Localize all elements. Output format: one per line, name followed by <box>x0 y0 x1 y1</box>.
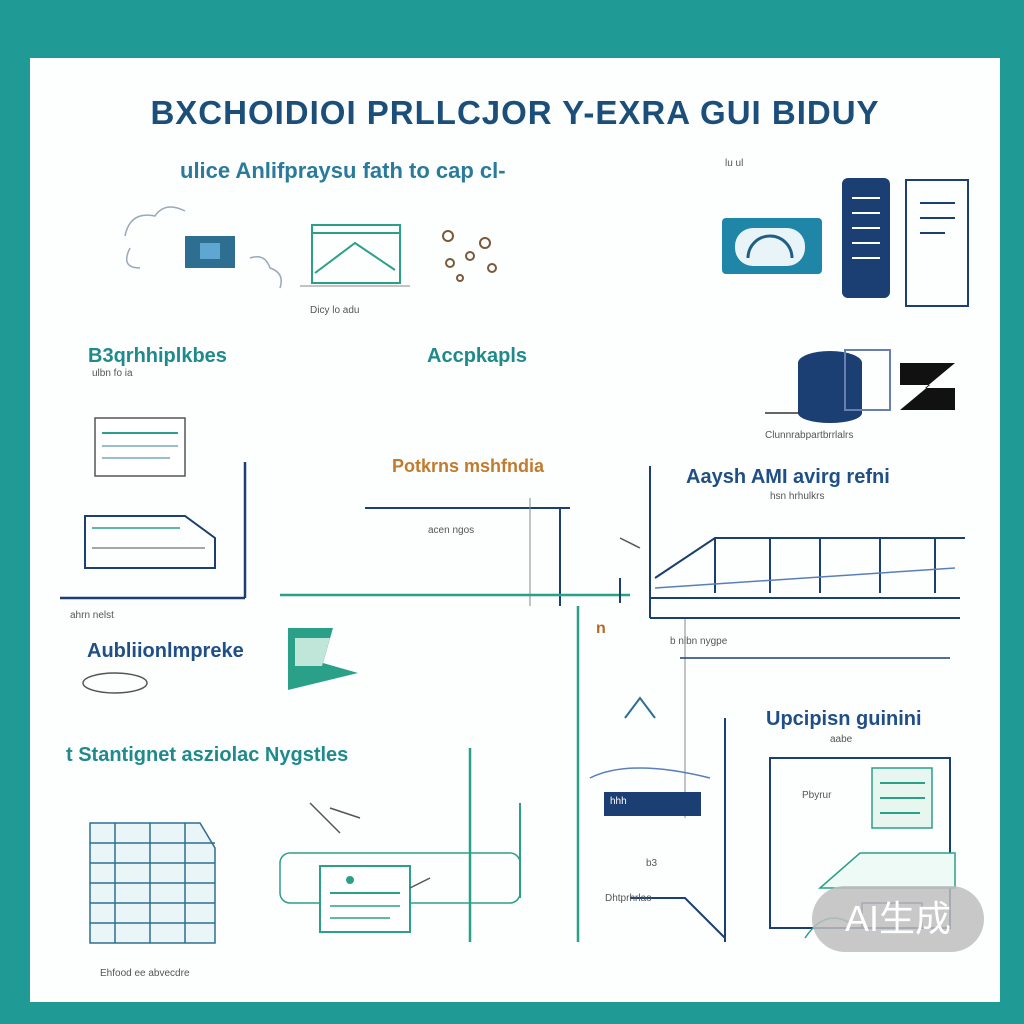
left-bracket-diagram <box>60 462 247 600</box>
pill-shape <box>82 672 148 694</box>
right-heading-2-note: hsn hrhulkrs <box>770 491 825 502</box>
left-note-2: ahrn nelst <box>70 610 114 621</box>
right-heading-3: Upcipisn guinini <box>766 708 922 730</box>
right-note-2: Clunnrabpartbrrlalrs <box>765 430 854 441</box>
server-rack-icon <box>89 822 216 944</box>
document-panel-icon <box>905 179 969 307</box>
diagram-graphics <box>60 178 969 944</box>
center-note: acen ngos <box>428 525 475 536</box>
diagram-canvas: BXCHOIDIOI PRLLCJOR Y-EXRA GUI BIDUY uli… <box>30 58 1000 1002</box>
right-note-top: lu ul <box>725 158 744 169</box>
left-bottom-note: Ehfood ee abvecdre <box>100 968 190 979</box>
document-card-icon <box>279 802 521 933</box>
center-heading-1: Accpkapls <box>427 345 528 367</box>
center-note-2: Dhtprhrlao <box>605 893 652 904</box>
server-tower-icon <box>842 178 890 298</box>
right-note-3: b nlbn nygpe <box>670 636 728 647</box>
left-heading-2: Aubliionlmpreke <box>87 640 244 662</box>
right-box-label: Pbyrur <box>802 790 832 801</box>
monitor-chart-icon <box>300 224 410 287</box>
gauge-device-icon <box>722 218 822 274</box>
center-note-3: b3 <box>646 858 658 869</box>
center-orange-letter: n <box>596 620 606 637</box>
right-heading-2: Aaysh AMI avirg refni <box>686 466 890 488</box>
glyph-cluster <box>442 230 497 282</box>
center-connector-lines <box>280 498 686 942</box>
page-subtitle: ulice Anlifpraysu fath to cap cl- <box>180 158 506 183</box>
arrow-device-icon <box>900 363 955 410</box>
right-lower-block <box>589 696 726 942</box>
right-truss-diagram <box>649 466 965 659</box>
left-heading-1-note: ulbn fo ia <box>92 368 133 379</box>
left-heading-3: t Stantignet asziolac Nygstles <box>66 744 349 766</box>
center-block-label: hhh <box>610 796 627 807</box>
database-icon <box>798 349 891 423</box>
right-heading-3-note: aabe <box>830 734 853 745</box>
form-card-icon <box>94 417 186 477</box>
page-title: BXCHOIDIOI PRLLCJOR Y-EXRA GUI BIDUY <box>150 94 880 131</box>
ai-generated-watermark: AI生成 <box>812 886 984 952</box>
top-caption: Dicy lo adu <box>310 305 360 316</box>
left-heading-1: B3qrhhiplkbes <box>88 345 227 367</box>
center-heading-orange: Potkrns mshfndia <box>392 456 545 476</box>
cloud-illustration <box>124 206 282 289</box>
